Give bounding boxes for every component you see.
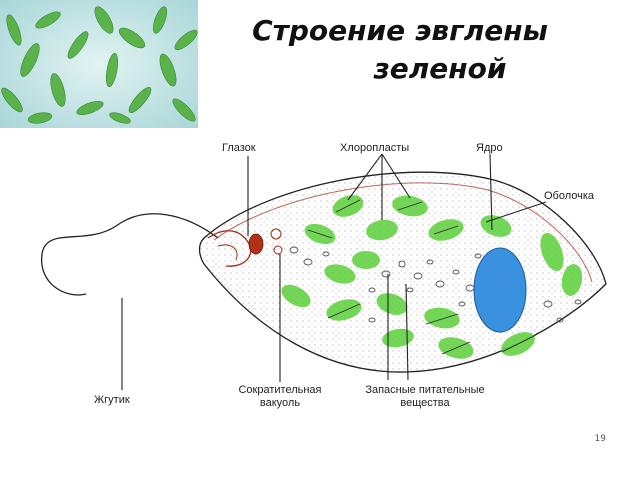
page-number: 19: [594, 434, 606, 444]
euglena-diagram: Глазок Хлоропласты Ядро Оболочка Жгутик …: [26, 134, 614, 430]
label-vacuole-line-2: вакуоль: [259, 397, 301, 409]
slide-title: Строение эвглены зеленой: [200, 12, 640, 88]
label-reserve-nutrients: Запасные питательные вещества: [352, 384, 498, 410]
contractile-vacuole: [270, 228, 282, 240]
euglena-drawing: [41, 153, 607, 390]
eyespot: [248, 233, 264, 255]
nucleus: [473, 247, 527, 333]
label-contractile-vacuole: Сократительная вакуоль: [228, 384, 332, 410]
title-line-2: зеленой: [373, 52, 507, 85]
label-flagellum: Жгутик: [94, 394, 130, 406]
label-chloroplasts: Хлоропласты: [340, 142, 410, 154]
flagellum-line: [41, 213, 219, 296]
label-eyespot: Глазок: [222, 142, 256, 154]
label-reserve-line-1: Запасные питательные: [365, 384, 485, 396]
gullet: [207, 230, 252, 267]
title-line-1: Строение эвглены: [252, 14, 548, 47]
pellicle-line: [213, 182, 593, 283]
label-membrane: Оболочка: [544, 190, 595, 202]
label-vacuole-line-1: Сократительная: [238, 384, 322, 396]
label-nucleus: Ядро: [476, 142, 503, 154]
euglena-photo: [0, 0, 198, 128]
label-reserve-line-2: вещества: [400, 397, 450, 409]
